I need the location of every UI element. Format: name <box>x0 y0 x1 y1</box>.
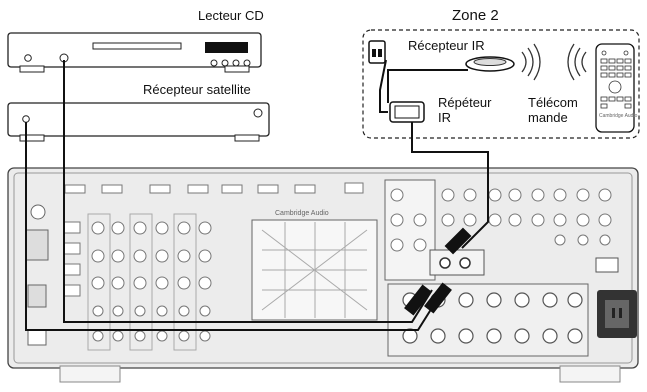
receiver-brand-text: Cambridge Audio <box>275 210 329 217</box>
ir-repeater-icon <box>390 102 424 122</box>
cd-player-icon <box>8 33 261 72</box>
satellite-receiver-icon <box>8 103 269 141</box>
remote-brand-text: Cambridge Audio <box>599 113 637 119</box>
power-plug-icon <box>369 41 385 63</box>
power-socket-icon <box>597 290 637 338</box>
ir-signal-waves-icon <box>522 44 586 80</box>
av-receiver-rear-panel-icon <box>8 168 638 382</box>
ir-receiver-icon <box>466 57 514 71</box>
